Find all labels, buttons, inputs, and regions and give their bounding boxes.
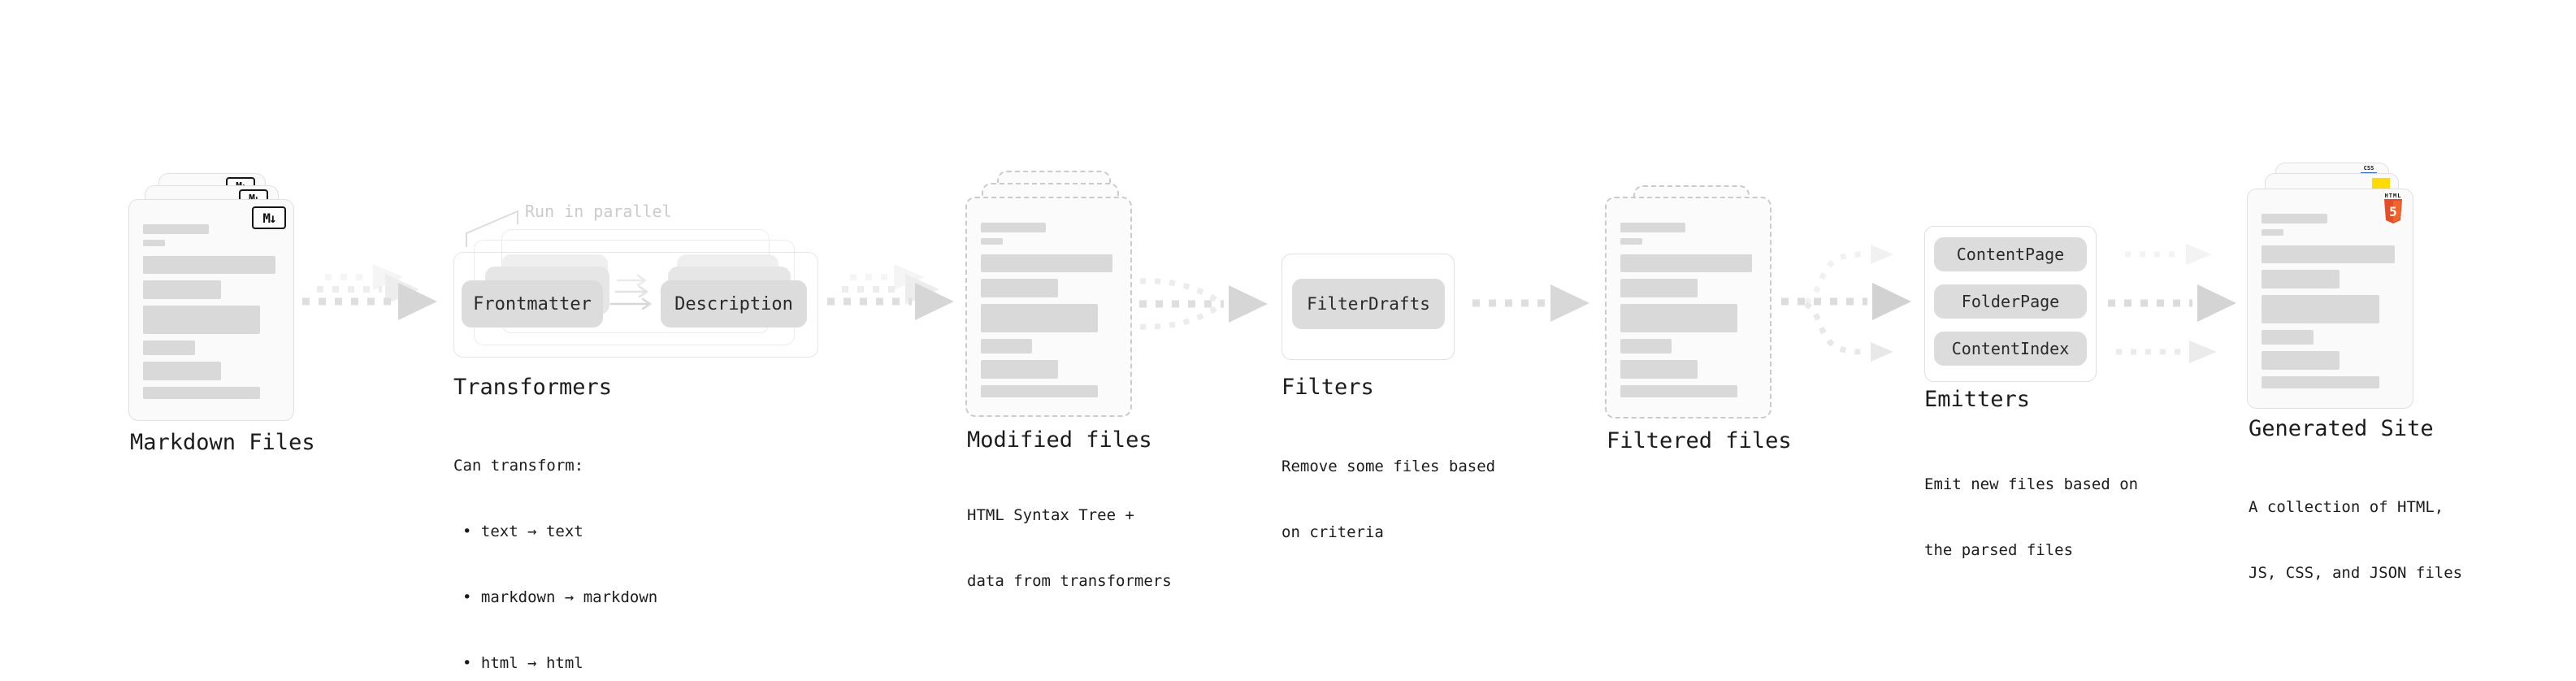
skeleton-line bbox=[143, 240, 165, 246]
skeleton-line bbox=[143, 387, 261, 399]
css-badge-label: CSS bbox=[2363, 165, 2374, 171]
subtitle-line: HTML Syntax Tree + bbox=[967, 506, 1134, 524]
subtitle-line: JS, CSS, and JSON files bbox=[2249, 564, 2463, 582]
filterdrafts-pill: FilterDrafts bbox=[1292, 279, 1445, 329]
arrow-filtered-to-emitters-icon bbox=[1781, 245, 1911, 362]
skeleton-line bbox=[981, 385, 1098, 397]
skeleton-line bbox=[1620, 385, 1737, 397]
skeleton-line bbox=[2262, 330, 2314, 345]
arrow-filters-to-filtered-icon bbox=[1472, 284, 1589, 322]
skeleton-line bbox=[2262, 229, 2284, 236]
arrow-emitters-to-generated-icon bbox=[2108, 244, 2236, 363]
skeleton-line bbox=[1620, 339, 1672, 354]
file-card-front: HTML 5 bbox=[2247, 189, 2413, 409]
skeleton-line bbox=[1620, 360, 1698, 379]
stage-label-modified-files: Modified files bbox=[967, 427, 1152, 453]
skeleton-line bbox=[2262, 214, 2328, 223]
subtitle-line: the parsed files bbox=[1924, 541, 2074, 559]
transform-bullet: • markdown → markdown bbox=[462, 588, 658, 606]
arrow-transformers-to-modified-icon bbox=[827, 264, 954, 320]
stage-label-emitters: Emitters bbox=[1924, 387, 2031, 412]
file-skeleton bbox=[981, 223, 1117, 397]
arrow-modified-to-filters-icon bbox=[1139, 278, 1268, 330]
skeleton-line bbox=[143, 362, 221, 380]
folderpage-pill: FolderPage bbox=[1934, 284, 2087, 319]
subtitle-line: Remove some files based bbox=[1281, 458, 1496, 475]
skeleton-line bbox=[2262, 295, 2380, 323]
html5-shield-icon: 5 bbox=[2384, 199, 2402, 223]
skeleton-line bbox=[2262, 351, 2340, 370]
skeleton-line bbox=[143, 306, 261, 334]
arrow-markdown-to-transformers-icon bbox=[302, 264, 437, 320]
skeleton-line bbox=[2262, 245, 2395, 263]
emitters-description: Emit new files based on the parsed files bbox=[1924, 430, 2138, 605]
file-card-front bbox=[965, 197, 1132, 417]
skeleton-line bbox=[981, 304, 1098, 332]
stage-label-transformers: Transformers bbox=[453, 375, 613, 400]
subtitle-line: data from transformers bbox=[967, 572, 1172, 590]
skeleton-line bbox=[1620, 304, 1737, 332]
skeleton-line bbox=[143, 280, 221, 299]
skeleton-line bbox=[143, 224, 209, 234]
skeleton-line bbox=[2262, 376, 2380, 388]
subtitle-line: A collection of HTML, bbox=[2249, 498, 2444, 516]
skeleton-line bbox=[1620, 254, 1752, 272]
generated-site-description: A collection of HTML, JS, CSS, and JSON … bbox=[2249, 453, 2462, 628]
skeleton-line bbox=[981, 238, 1003, 245]
transform-bullet: • html → html bbox=[462, 654, 583, 672]
frontmatter-pill: Frontmatter bbox=[462, 280, 603, 327]
skeleton-line bbox=[2262, 270, 2340, 288]
stage-label-filtered-files: Filtered files bbox=[1607, 428, 1792, 453]
file-skeleton bbox=[2262, 214, 2399, 388]
subtitle-line: on criteria bbox=[1281, 523, 1384, 541]
filters-description: Remove some files based on criteria bbox=[1281, 412, 1495, 588]
skeleton-line bbox=[143, 256, 275, 274]
html5-badge-word: HTML bbox=[2384, 193, 2402, 199]
skeleton-line bbox=[981, 339, 1033, 354]
description-pill: Description bbox=[661, 280, 807, 327]
stage-label-filters: Filters bbox=[1281, 375, 1374, 400]
skeleton-line bbox=[981, 223, 1047, 232]
file-skeleton bbox=[1620, 223, 1756, 397]
contentindex-pill: ContentIndex bbox=[1934, 332, 2087, 366]
transformers-description: Can transform: • text → text • markdown … bbox=[453, 411, 657, 681]
transformers-desc-heading: Can transform: bbox=[453, 457, 584, 475]
skeleton-line bbox=[981, 279, 1059, 297]
skeleton-line bbox=[1620, 223, 1686, 232]
modified-files-description: HTML Syntax Tree + data from transformer… bbox=[967, 461, 1172, 636]
transform-bullet: • text → text bbox=[462, 523, 583, 540]
html5-badge-icon: HTML 5 bbox=[2383, 193, 2403, 227]
file-card-front bbox=[1605, 197, 1772, 419]
run-in-parallel-note: Run in parallel bbox=[525, 202, 672, 221]
stage-label-generated-site: Generated Site bbox=[2249, 416, 2434, 441]
skeleton-line bbox=[981, 360, 1059, 379]
file-card-front: M↓ bbox=[128, 199, 294, 421]
contentpage-pill: ContentPage bbox=[1934, 237, 2087, 271]
subtitle-line: Emit new files based on bbox=[1924, 475, 2139, 493]
skeleton-line bbox=[143, 340, 195, 355]
skeleton-line bbox=[1620, 238, 1642, 245]
skeleton-line bbox=[1620, 279, 1698, 297]
transformer-box-front bbox=[453, 252, 818, 358]
stage-label-markdown-files: Markdown Files bbox=[130, 430, 315, 455]
file-skeleton bbox=[143, 224, 280, 399]
skeleton-line bbox=[981, 254, 1112, 272]
svg-text:5: 5 bbox=[2389, 204, 2397, 219]
markdown-icon: M↓ bbox=[252, 206, 286, 229]
